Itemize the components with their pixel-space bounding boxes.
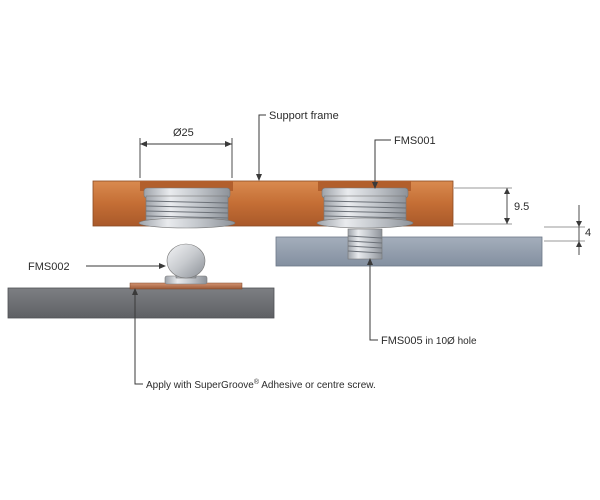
fms002-callout: FMS002 bbox=[28, 261, 166, 273]
arrowhead-icon bbox=[140, 141, 147, 147]
fms002-label: FMS002 bbox=[28, 261, 70, 273]
arrowhead-icon bbox=[504, 218, 510, 224]
fms005-label: FMS005 bbox=[381, 335, 423, 347]
arrowhead-icon bbox=[576, 241, 582, 247]
support-frame-label: Support frame bbox=[269, 110, 339, 122]
diameter-label: Ø25 bbox=[173, 127, 194, 139]
left-threaded-insert bbox=[138, 187, 236, 229]
fms001-insert bbox=[316, 187, 414, 229]
svg-text:FMS005 in 10Ø hole: FMS005 in 10Ø hole bbox=[381, 335, 477, 347]
fms005-callout: FMS005 in 10Ø hole bbox=[367, 258, 477, 347]
arrowhead-icon bbox=[576, 221, 582, 227]
dimension-4: 4 bbox=[544, 205, 591, 255]
arrowhead-icon bbox=[367, 258, 373, 265]
support-frame-callout: Support frame bbox=[256, 110, 339, 181]
arrowhead-icon bbox=[159, 263, 166, 269]
fms001-label: FMS001 bbox=[394, 135, 436, 147]
arrowhead-icon bbox=[372, 182, 378, 189]
blue-panel bbox=[275, 236, 543, 267]
dim-4-label: 4 bbox=[585, 227, 591, 239]
arrowhead-icon bbox=[225, 141, 232, 147]
fms005-stud bbox=[347, 228, 383, 260]
fms005-hole-text: in 10Ø hole bbox=[423, 336, 477, 347]
fms001-callout: FMS001 bbox=[372, 135, 436, 189]
grey-panel bbox=[7, 287, 275, 319]
apply-instruction: Apply with SuperGroove® Adhesive or cent… bbox=[146, 378, 376, 391]
dim-9-5-label: 9.5 bbox=[514, 201, 529, 213]
apply-callout: Apply with SuperGroove® Adhesive or cent… bbox=[132, 288, 376, 391]
fms002-stud bbox=[129, 243, 243, 290]
arrowhead-icon bbox=[504, 188, 510, 194]
arrowhead-icon bbox=[132, 288, 138, 295]
dimension-9-5: 9.5 bbox=[454, 187, 529, 225]
arrowhead-icon bbox=[256, 174, 262, 181]
dimension-diameter-25: Ø25 bbox=[139, 127, 233, 178]
